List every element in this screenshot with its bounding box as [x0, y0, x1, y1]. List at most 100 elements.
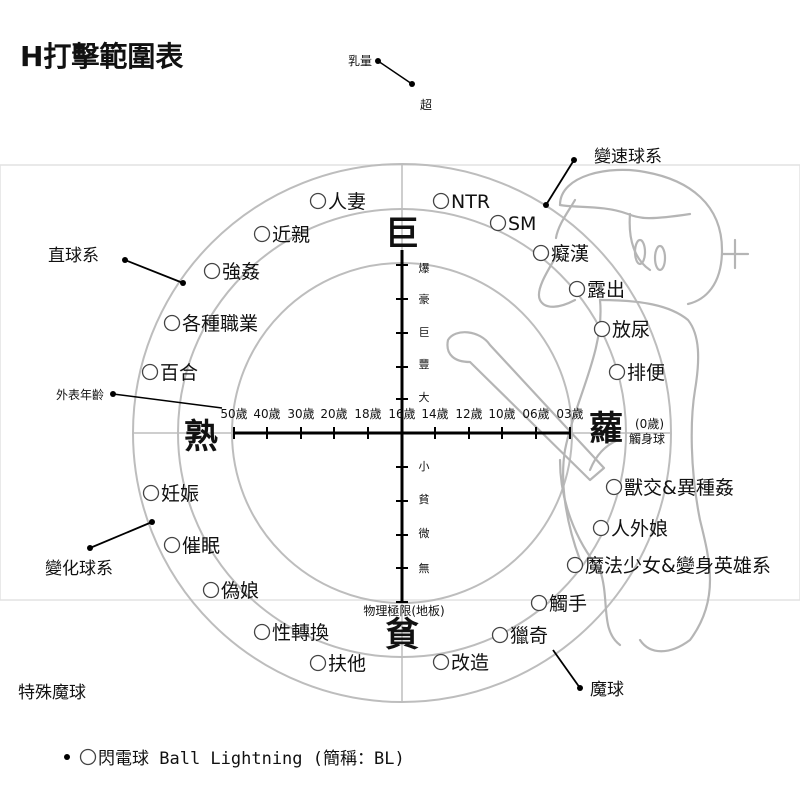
option-trap[interactable]: 偽娘 — [202, 580, 260, 602]
option-label: 強姦 — [222, 261, 260, 283]
size-scale-label: 貧 — [419, 493, 430, 506]
age-tick-label: 14歲 — [421, 407, 448, 421]
touch-ball-label: 觸身球 — [629, 431, 665, 446]
option-magical_girl[interactable]: 魔法少女&變身英雄系 — [566, 555, 771, 577]
option-incest[interactable]: 近親 — [253, 224, 311, 246]
option-futa[interactable]: 扶他 — [309, 653, 367, 675]
option-circle-icon[interactable] — [202, 581, 220, 599]
age-tick-label: 12歲 — [455, 407, 482, 421]
milk-label: 乳量 — [348, 54, 372, 68]
option-label: 偽娘 — [221, 580, 259, 602]
age-tick-label: 40歲 — [253, 407, 280, 421]
age-tick-label: 50歲 — [220, 407, 247, 421]
age-label: 外表年齡 — [56, 388, 104, 402]
option-circle-icon[interactable] — [608, 363, 626, 381]
size-scale-label: 大 — [419, 390, 430, 404]
option-label: 觸手 — [549, 593, 587, 615]
option-label: 近親 — [272, 224, 310, 246]
changeup-dot-end — [543, 202, 549, 208]
option-rape[interactable]: 強姦 — [203, 261, 261, 283]
super-label: 超 — [420, 97, 432, 112]
batter-figure — [446, 168, 750, 653]
option-ntr[interactable]: NTR — [432, 191, 491, 213]
changeup-pointer — [545, 159, 575, 206]
option-label: 獸交&異種姦 — [624, 477, 734, 499]
option-pregnant[interactable]: 妊娠 — [142, 483, 200, 505]
option-sm[interactable]: SM — [489, 213, 537, 235]
option-label: 妊娠 — [161, 483, 199, 505]
category-breaking: 變化球系 — [45, 559, 113, 579]
option-circle-icon[interactable] — [79, 748, 97, 766]
option-circle-icon[interactable] — [491, 626, 509, 644]
breaking-pointer — [89, 521, 153, 549]
straight-dot-end — [180, 280, 186, 286]
age-tick-label: 10歲 — [488, 407, 515, 421]
option-circle-icon[interactable] — [432, 192, 450, 210]
option-bizarre[interactable]: 獵奇 — [491, 625, 549, 647]
page-title: H打擊範圍表 — [20, 40, 183, 73]
option-label: 扶他 — [328, 653, 366, 675]
special-dot — [64, 754, 70, 760]
option-circle-icon[interactable] — [309, 192, 327, 210]
label-left: 熟 — [184, 417, 218, 457]
option-label: 改造 — [451, 652, 489, 674]
option-molester[interactable]: 癡漢 — [532, 243, 590, 265]
size-axis-ticks — [396, 264, 408, 603]
option-bestiality[interactable]: 獸交&異種姦 — [605, 477, 734, 499]
age-pointer — [112, 393, 223, 409]
option-hypnosis[interactable]: 催眠 — [163, 535, 221, 557]
size-scale-label: 微 — [419, 526, 430, 540]
option-label: NTR — [451, 191, 490, 213]
option-circle-icon[interactable] — [593, 320, 611, 338]
category-magic: 魔球 — [590, 680, 624, 700]
age-tick-label: 18歲 — [354, 407, 381, 421]
magic-dot — [577, 685, 583, 691]
option-circle-icon[interactable] — [309, 654, 327, 672]
age-tick-label: 16歲 — [388, 407, 415, 421]
option-tentacle[interactable]: 觸手 — [530, 593, 588, 615]
option-defecation[interactable]: 排便 — [608, 362, 666, 384]
option-circle-icon[interactable] — [203, 262, 221, 280]
option-label: 各種職業 — [182, 313, 258, 335]
breaking-dot-end — [149, 519, 155, 525]
age-tick-label: 03歲 — [556, 407, 583, 421]
option-circle-icon[interactable] — [532, 244, 550, 262]
option-circle-icon[interactable] — [253, 225, 271, 243]
changeup-dot — [571, 157, 577, 163]
option-exposure[interactable]: 露出 — [568, 279, 626, 301]
option-circle-icon[interactable] — [568, 280, 586, 298]
option-circle-icon[interactable] — [489, 214, 507, 232]
label-right: 蘿 — [589, 409, 623, 449]
option-circle-icon[interactable] — [163, 314, 181, 332]
size-scale-label: 巨 — [419, 326, 430, 339]
option-circle-icon[interactable] — [253, 623, 271, 641]
option-modification[interactable]: 改造 — [432, 652, 490, 674]
option-circle-icon[interactable] — [592, 519, 610, 537]
option-label: 性轉換 — [272, 622, 329, 644]
size-scale-label: 小 — [419, 460, 430, 473]
milk-pointer — [377, 60, 413, 85]
option-circle-icon[interactable] — [163, 536, 181, 554]
option-circle-icon[interactable] — [141, 363, 159, 381]
option-ball-lightning[interactable]: 閃電球 Ball Lightning (簡稱：BL) — [79, 748, 405, 769]
option-circle-icon[interactable] — [605, 478, 623, 496]
option-professions[interactable]: 各種職業 — [163, 313, 259, 335]
option-circle-icon[interactable] — [432, 653, 450, 671]
size-scale-label: 無 — [419, 561, 430, 575]
category-straight: 直球系 — [48, 246, 99, 266]
option-wife[interactable]: 人妻 — [309, 191, 367, 213]
option-circle-icon[interactable] — [142, 484, 160, 502]
option-circle-icon[interactable] — [530, 594, 548, 612]
age-tick-label: 20歲 — [320, 407, 347, 421]
option-urination[interactable]: 放尿 — [593, 319, 651, 341]
breaking-dot — [87, 545, 93, 551]
label-bottom: 貧 — [385, 615, 419, 655]
option-label: 癡漢 — [551, 243, 589, 265]
option-label: 閃電球 Ball Lightning (簡稱：BL) — [98, 749, 405, 769]
option-yuri[interactable]: 百合 — [141, 362, 199, 384]
option-circle-icon[interactable] — [566, 556, 584, 574]
option-gender_swap[interactable]: 性轉換 — [253, 622, 330, 644]
option-nonhuman[interactable]: 人外娘 — [592, 518, 669, 540]
